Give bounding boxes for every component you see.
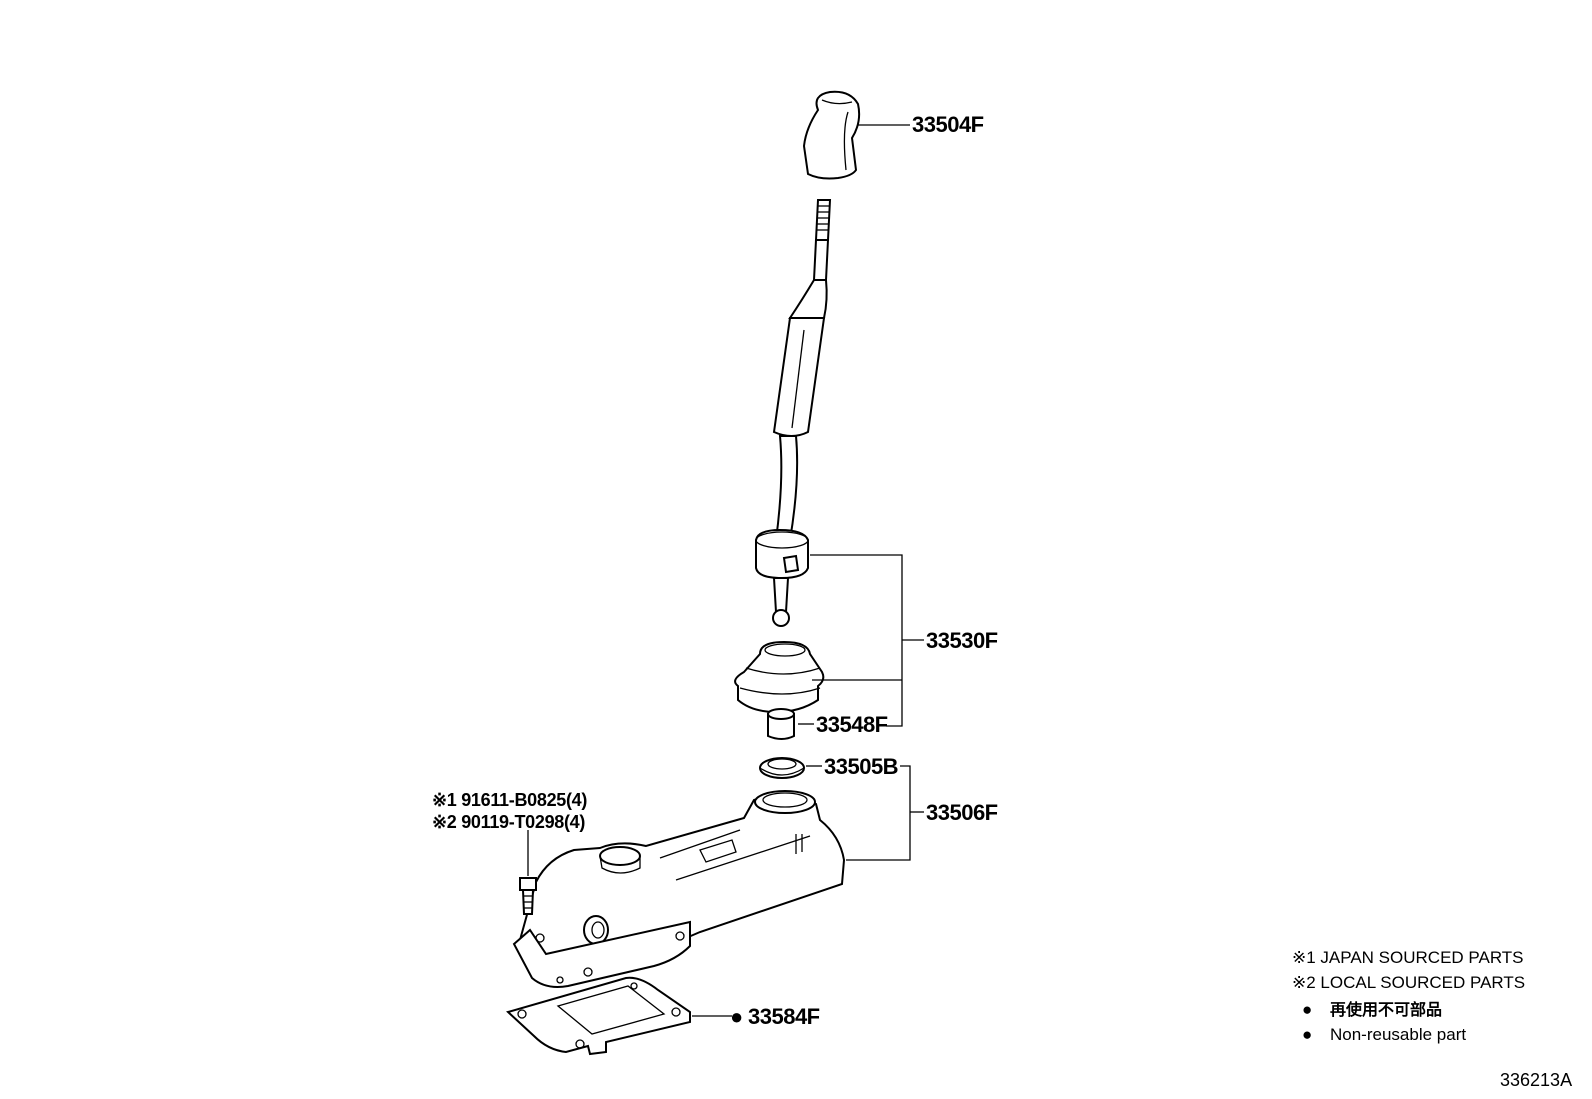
diagram-code: 336213A [1500, 1070, 1572, 1090]
legend-non-reusable-jp: 再使用不可部品 [1330, 1000, 1442, 1019]
label-33506F: 33506F [926, 800, 998, 825]
label-33504F: 33504F [912, 112, 984, 137]
label-33584F: 33584F [748, 1004, 820, 1029]
fastener-label-local: ※2 90119-T0298(4) [432, 812, 585, 832]
seal-drawing [759, 757, 805, 779]
shift-housing-drawing [512, 790, 846, 988]
bushing-drawing [767, 708, 795, 740]
bracket-33530F [810, 554, 924, 727]
lever-boot-drawing [734, 640, 825, 714]
legend-japan: ※1 JAPAN SOURCED PARTS [1292, 948, 1524, 967]
bracket-33506F [846, 765, 924, 861]
fastener-label-japan: ※1 91611-B0825(4) [432, 790, 587, 810]
legend: ※1 JAPAN SOURCED PARTS ※2 LOCAL SOURCED … [1292, 948, 1525, 1044]
label-33505B: 33505B [824, 754, 898, 779]
legend-non-reusable-en: Non-reusable part [1330, 1025, 1466, 1044]
legend-bullet-en: ● [1302, 1025, 1312, 1044]
label-33530F: 33530F [926, 628, 998, 653]
gasket-marker: ● [730, 1004, 743, 1029]
gasket-drawing [506, 976, 691, 1056]
shift-lever-drawing [755, 199, 832, 627]
label-33548F: 33548F [816, 712, 888, 737]
shift-knob-drawing [802, 90, 861, 180]
legend-bullet-jp: ● [1302, 1000, 1312, 1019]
bolt-drawing [519, 877, 537, 915]
legend-local: ※2 LOCAL SOURCED PARTS [1292, 973, 1525, 992]
